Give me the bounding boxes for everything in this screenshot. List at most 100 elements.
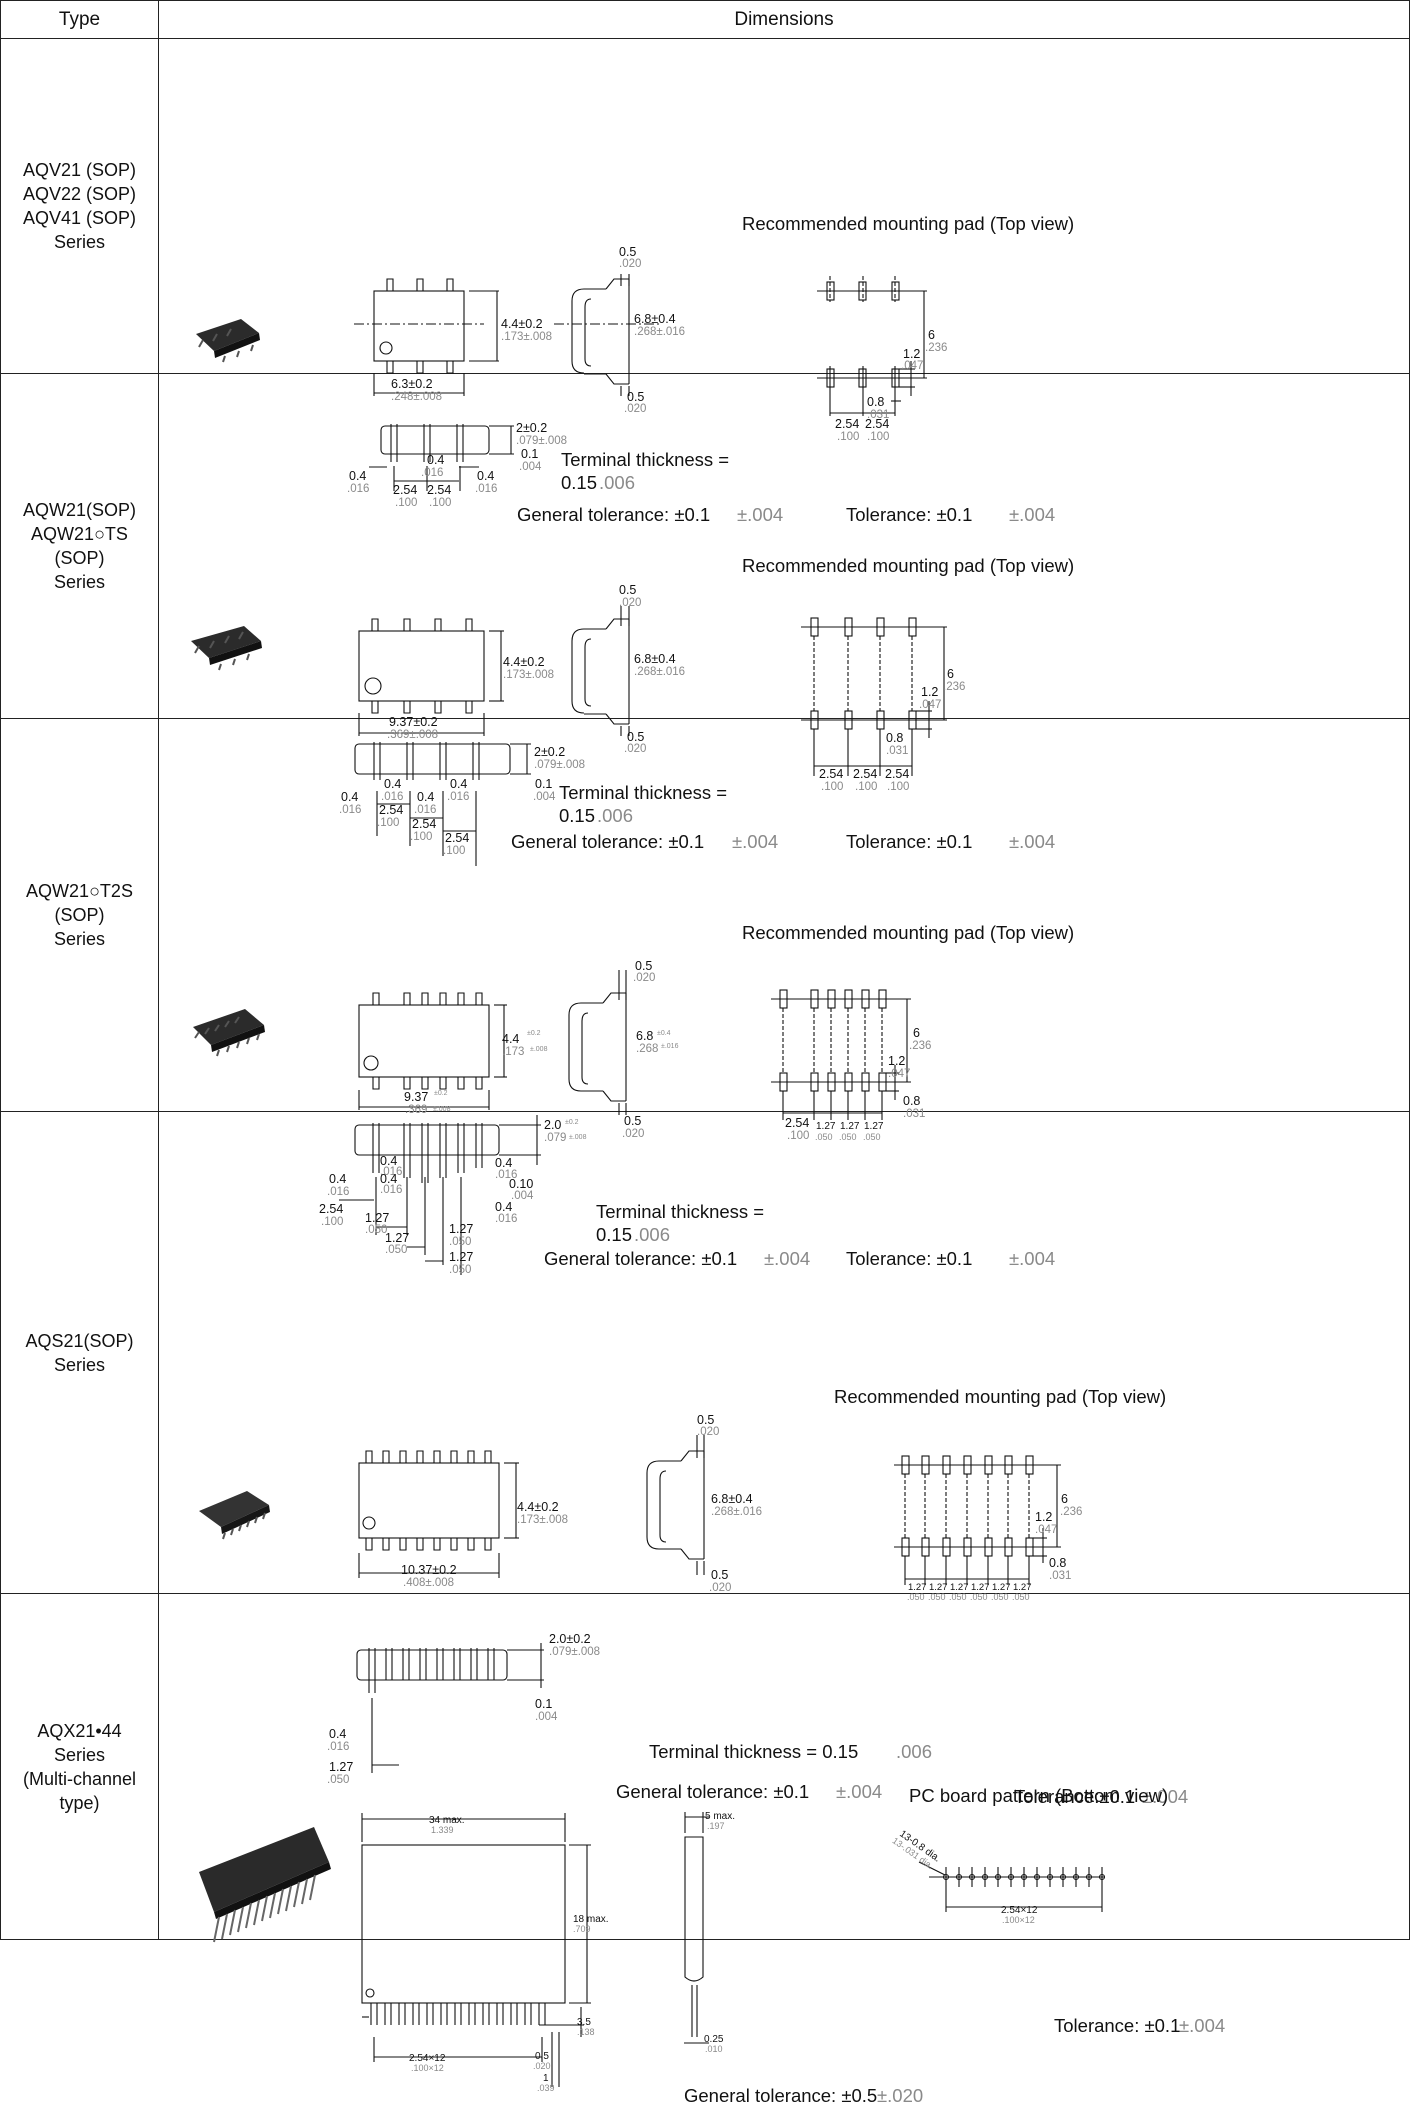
- dimension-drawing-cell: 34 max. 1.339 18 max. .709 3.5 .138 2.54…: [158, 1593, 1410, 2106]
- side-height-dim-in: .268: [636, 1043, 658, 1055]
- side-top-dim-in: .020: [619, 258, 641, 270]
- width-in-tol: ±.008: [530, 1046, 548, 1053]
- pad-width-dim: 0.8: [903, 1094, 920, 1108]
- module-front-view: [361, 1812, 591, 2087]
- side-bottom-dim: 0.5: [711, 1568, 728, 1582]
- side-height-in-tol: ±.016: [661, 1043, 679, 1050]
- type-line: AQW21(SOP): [22, 500, 137, 520]
- side-view-outline: [571, 606, 630, 736]
- module-side-view: [684, 1811, 709, 2044]
- side-height-dim: 6.8±0.4: [634, 652, 676, 666]
- type-line: (SOP): [54, 548, 105, 568]
- lead-width-dim-in: .020: [533, 2061, 551, 2071]
- dimension-drawing-cell: 4.4±0.2 .173±.008 9.37±0.2 .369±.008 0.5…: [158, 373, 1410, 866]
- type-cell: AQX21•44 Series (Multi-channel type): [0, 1593, 159, 1940]
- width-dimension: 4.4±0.2: [503, 655, 545, 669]
- table-row: AQW21(SOP) AQW21○TS (SOP) Series: [0, 373, 1410, 866]
- type-line: AQV22 (SOP): [22, 184, 137, 204]
- chip-photo: [196, 319, 260, 363]
- type-line: AQV21 (SOP): [22, 160, 137, 180]
- chip-photo: [199, 1490, 270, 1539]
- module-length-dim-in: 1.339: [431, 1825, 454, 1835]
- type-line: Series: [53, 232, 106, 252]
- module-length-dim: 34 max.: [429, 1815, 465, 1826]
- module-thickness-dim: 5 max.: [705, 1811, 735, 1822]
- width-dimension-in: .173: [502, 1046, 524, 1058]
- pad-width-dim: 0.8: [1049, 1556, 1066, 1570]
- pad-len-dim: 1.2: [921, 685, 938, 699]
- side-height-dim-in: .268±.016: [634, 666, 685, 678]
- pad-len-dim-in: .047: [888, 1068, 910, 1080]
- general-tolerance-in: ±.020: [877, 2085, 923, 2106]
- pad-span-dim-in: .236: [943, 681, 965, 693]
- pad-len-dim-in: .047: [1035, 1524, 1057, 1536]
- pad-pitch-dim: 1.27: [908, 1582, 927, 1593]
- table-header-row: Type Dimensions: [0, 0, 1410, 39]
- side-height-dim: 6.8: [636, 1029, 653, 1043]
- side-height-dim: 6.8±0.4: [711, 1492, 753, 1506]
- chip-photo: [193, 1009, 265, 1057]
- type-line: AQW21○TS: [31, 524, 128, 544]
- pad-width-dim-in: .031: [1049, 1570, 1071, 1582]
- type-line: Series: [53, 929, 106, 949]
- type-line: type): [59, 1792, 100, 1813]
- module-height-dim-in: .709: [573, 1924, 591, 1934]
- table-row: AQS21(SOP) Series: [0, 1111, 1410, 1807]
- pad-len-dim: 1.2: [1035, 1510, 1052, 1524]
- mounting-pad-title: Recommended mounting pad (Top view): [834, 1386, 1166, 1407]
- pad-span-dim-in: .236: [1060, 1506, 1082, 1518]
- mounting-pad-title: Recommended mounting pad (Top view): [742, 213, 1074, 234]
- type-column-header: Type: [0, 0, 159, 39]
- dimension-drawing-cell: 4.4±0.2 .173±.008 10.37±0.2 .408±.008 0.…: [158, 1111, 1410, 1807]
- length-dimension: 9.37: [404, 1090, 428, 1104]
- side-top-dim-in: .020: [619, 597, 641, 609]
- pad-span-dim: 6: [928, 328, 935, 342]
- pad-pitch-dim: 1.27: [1013, 1582, 1032, 1593]
- side-top-dim-in: .020: [697, 1426, 719, 1438]
- type-line: (Multi-channel: [22, 1768, 137, 1789]
- width-dimension: 4.4±0.2: [501, 317, 543, 331]
- width-dimension: 4.4±0.2: [517, 1500, 559, 1514]
- side-top-dim: 0.5: [619, 245, 636, 259]
- type-line: AQW21○T2S: [26, 881, 133, 901]
- side-height-dim-in: .268±.016: [634, 326, 685, 338]
- type-cell: AQW21(SOP) AQW21○TS (SOP) Series: [0, 373, 159, 719]
- pad-len-dim: 1.2: [903, 347, 920, 361]
- pad-pitch-dim: 1.27: [971, 1582, 990, 1593]
- type-line: (SOP): [54, 905, 105, 925]
- type-line: AQX21•44: [37, 1720, 122, 1741]
- dimensions-column-header: Dimensions: [158, 0, 1410, 39]
- module-thickness-dim-in: .197: [707, 1821, 725, 1831]
- mounting-pad-pattern: [894, 1454, 1061, 1585]
- pad-span-dim: 6: [1061, 1492, 1068, 1506]
- length-dimension: 10.37±0.2: [401, 1563, 457, 1577]
- pad-span-dim: 6: [947, 667, 954, 681]
- mounting-pad-title: Recommended mounting pad (Top view): [742, 922, 1074, 943]
- type-line: Series: [53, 1354, 106, 1375]
- pad-pitch-dim: 1.27: [950, 1582, 969, 1593]
- top-view-outline: [358, 1449, 519, 1578]
- pad-len-dim-in: .047: [919, 699, 941, 711]
- mounting-pad-title: Recommended mounting pad (Top view): [742, 555, 1074, 576]
- side-height-tol: ±0.4: [657, 1030, 671, 1037]
- table-row: AQV21 (SOP) AQV22 (SOP) AQV41 (SOP) Seri…: [0, 38, 1410, 525]
- pad-pitch-dim: 1.27: [929, 1582, 948, 1593]
- hole-dia-label: 13-0.8 dia. 13-.031 dia.: [890, 1828, 942, 1871]
- pad-len-dim-in: .047: [901, 360, 923, 372]
- side-height-dim: 6.8±0.4: [634, 312, 676, 326]
- width-dimension-in: .173±.008: [503, 669, 554, 681]
- pad-len-dim: 1.2: [888, 1054, 905, 1068]
- module-height-dim: 18 max.: [573, 1914, 609, 1925]
- table-row: AQW21○T2S (SOP) Series: [0, 718, 1410, 1276]
- pad-tolerance-in: ±.004: [1179, 2015, 1225, 2036]
- side-view-outline: [568, 970, 627, 1115]
- pattern-pitch-dim-in: .100×12: [1002, 1915, 1035, 1925]
- length-dimension-in: .408±.008: [403, 1577, 454, 1589]
- type-cell: AQS21(SOP) Series: [0, 1111, 159, 1594]
- chip-photo: [191, 626, 262, 671]
- dimension-drawing-cell: 4.4±0.2 .173±.008 6.3±0.2 .248±.008 0.5 …: [158, 38, 1410, 525]
- pitch-span-dim-in: .100×12: [411, 2063, 444, 2073]
- type-cell: AQV21 (SOP) AQV22 (SOP) AQV41 (SOP) Seri…: [0, 38, 159, 374]
- type-line: Series: [53, 572, 106, 592]
